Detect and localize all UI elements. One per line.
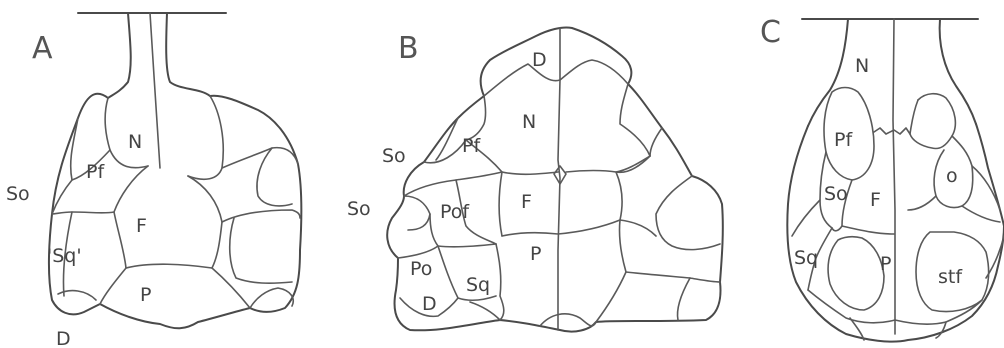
suture-n-right-c — [910, 100, 918, 134]
label-frontal-c: F — [870, 189, 881, 211]
suture-right-lower-a — [230, 218, 292, 283]
label-squamosal-c: Sq — [794, 247, 818, 269]
label-postorbital-b: Po — [410, 258, 432, 280]
label-supraorbital-lower-b: So — [347, 198, 371, 220]
suture-f-left-b — [499, 172, 502, 236]
label-dermal-bottom-b: D — [422, 293, 437, 315]
suture-sq-bottom-b — [470, 302, 500, 320]
panel-label-c: C — [760, 15, 781, 50]
skull-a: A N Pf So F 'Sq' P D — [6, 13, 301, 348]
label-prefrontal-c: Pf — [834, 129, 853, 151]
suture-p-right-a — [212, 268, 250, 308]
label-prefrontal-a: Pf — [86, 161, 105, 183]
left-temporal-fossa-c — [828, 237, 884, 310]
label-supraorbital-c: So — [824, 183, 848, 205]
suture-right-upper-b — [650, 128, 662, 156]
midline-c — [893, 19, 895, 334]
suture-n-f-right-b — [566, 156, 650, 172]
suture-sq-p-a — [100, 268, 126, 304]
label-supratemporal-fossa-c: stf — [938, 266, 963, 288]
label-orbit-c: o — [946, 165, 958, 187]
label-parietal-c: P — [880, 253, 891, 275]
skull-b: B D N So Pf So Pof F Po P Sq D — [347, 27, 723, 331]
nasal-suture-a — [150, 13, 160, 168]
suture-f-p-a — [126, 264, 212, 268]
snout-right-c — [940, 19, 976, 124]
suture-bottom-v2-c — [936, 322, 946, 338]
suture-sq-right-b — [496, 244, 504, 320]
label-parietal-a: P — [140, 284, 151, 306]
label-dermal-a: D — [56, 328, 71, 348]
label-dermal-top-b: D — [532, 49, 547, 71]
suture-o-outer-c — [972, 166, 1000, 210]
suture-n-right-a — [188, 96, 223, 179]
snout-right-a — [166, 13, 210, 96]
zigzag-left-c — [874, 128, 910, 134]
suture-f-sq-a — [114, 212, 126, 268]
label-nasal-c: N — [855, 55, 869, 77]
label-squamosal-b: Sq — [466, 274, 490, 296]
label-parietal-b: P — [530, 243, 541, 265]
suture-n-right-b — [620, 84, 650, 156]
outline-b — [387, 27, 723, 331]
snout-left-c — [808, 19, 848, 126]
suture-right-mid-b — [620, 220, 656, 236]
suture-f-right-a — [188, 176, 222, 268]
suture-p-right-b — [596, 272, 626, 322]
suture-right-lower-b — [619, 220, 720, 282]
label-postfrontal-b: Pof — [440, 201, 470, 223]
suture-pf-outer-b — [436, 118, 458, 160]
suture-so-sq-c — [792, 200, 820, 236]
label-squamosal-a: 'Sq' — [47, 245, 82, 267]
suture-right-bottom-b — [678, 278, 691, 320]
label-supraorbital-a: So — [6, 183, 30, 205]
suture-d-top-b — [484, 60, 628, 96]
midline-b — [558, 28, 560, 330]
snout-left-a — [108, 13, 131, 98]
suture-right-upper-a — [222, 148, 298, 168]
suture-f-p-c — [842, 226, 894, 234]
suture-po-top-b — [398, 246, 438, 258]
suture-so-lower-b — [404, 196, 430, 230]
suture-o-lower-c — [962, 206, 1000, 222]
panel-label-a: A — [32, 31, 53, 66]
bottom-hump-b — [540, 314, 596, 326]
suture-pf-pof-b — [404, 172, 502, 196]
label-supraorbital-upper-b: So — [382, 145, 406, 167]
suture-bottom-right-c — [895, 300, 982, 324]
right-orbit-a — [257, 148, 292, 206]
label-nasal-a: N — [128, 131, 142, 153]
label-frontal-a: F — [136, 215, 147, 237]
label-frontal-b: F — [521, 191, 532, 213]
label-prefrontal-b: Pf — [462, 135, 481, 157]
suture-f-p-b — [502, 220, 620, 236]
skull-c: C N Pf o So F Sq P stf — [760, 15, 1004, 342]
panel-label-b: B — [398, 31, 419, 66]
suture-o-f-c — [908, 196, 936, 210]
label-nasal-b: N — [522, 111, 536, 133]
